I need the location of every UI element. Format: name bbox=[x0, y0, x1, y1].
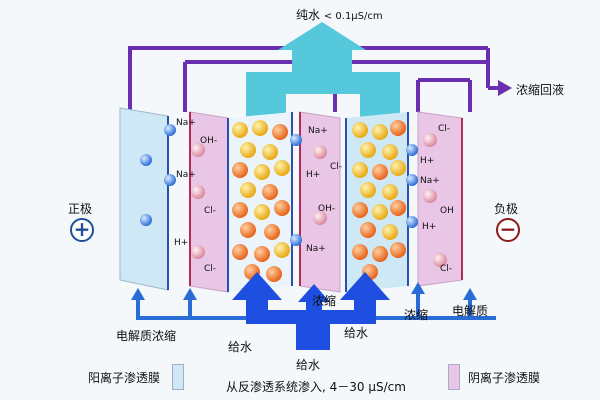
ion-label: Na+ bbox=[308, 126, 328, 136]
legend-cation-label: 阳离子渗透膜 bbox=[88, 371, 161, 385]
concentrate-return-arrowhead bbox=[498, 80, 512, 96]
ion-label: OH- bbox=[200, 136, 218, 146]
ion-label: Na+ bbox=[306, 244, 326, 254]
ion-markers bbox=[140, 124, 447, 267]
concentrate-right-label: 浓缩 bbox=[404, 308, 429, 322]
feed-source-label: 从反渗透系统渗入, 4－30 μS/cm bbox=[226, 380, 406, 394]
feed-bottom-label: 给水 bbox=[296, 358, 321, 372]
ion-label: Cl- bbox=[204, 206, 217, 216]
feed-left-label: 给水 bbox=[228, 340, 253, 354]
ion-label: OH- bbox=[318, 204, 336, 214]
ion-label: Cl- bbox=[440, 264, 453, 274]
ion-label: H+ bbox=[420, 156, 435, 166]
legend-cation-swatch bbox=[172, 364, 184, 390]
electrolyte-right-label: 电解质 bbox=[452, 304, 489, 318]
electrolyte-arrows bbox=[136, 294, 496, 320]
ion-label: Na+ bbox=[176, 170, 196, 180]
electrolyte-concentrate-label: 电解质浓缩 bbox=[116, 329, 177, 343]
pure-water-text: 纯水 bbox=[296, 8, 321, 22]
ion-label: Na+ bbox=[420, 176, 440, 186]
cathode-minus-icon: − bbox=[496, 218, 520, 242]
ion-label: Cl- bbox=[204, 264, 217, 274]
anode-label: 正极 bbox=[68, 202, 93, 216]
legend-anion-swatch bbox=[448, 364, 460, 390]
legend-anion-label: 阴离子渗透膜 bbox=[468, 371, 541, 385]
electrolyte-arrowheads bbox=[131, 282, 477, 300]
ion-label: Cl- bbox=[330, 162, 343, 172]
concentrate-mid-label: 浓缩 bbox=[312, 294, 337, 308]
pure-water-spec: < 0.1μS/cm bbox=[323, 11, 383, 22]
resin-beads-right bbox=[352, 120, 406, 280]
feed-arrow bbox=[232, 272, 390, 350]
feed-right-label: 给水 bbox=[344, 326, 369, 340]
pure-water-arrow bbox=[246, 22, 400, 118]
concentrate-return-label: 浓缩回液 bbox=[516, 83, 565, 97]
ion-label: OH bbox=[440, 206, 454, 216]
ion-label: H+ bbox=[174, 238, 189, 248]
ion-label: Cl- bbox=[438, 124, 451, 134]
ion-label: Na+ bbox=[176, 118, 196, 128]
resin-beads-left bbox=[232, 120, 290, 282]
anode-plus-icon: + bbox=[70, 218, 94, 242]
ion-label: H+ bbox=[306, 170, 321, 180]
cathode-label: 负极 bbox=[494, 202, 519, 216]
ion-label: H+ bbox=[422, 222, 437, 232]
pure-water-label: 纯水 < 0.1μS/cm bbox=[296, 6, 383, 23]
